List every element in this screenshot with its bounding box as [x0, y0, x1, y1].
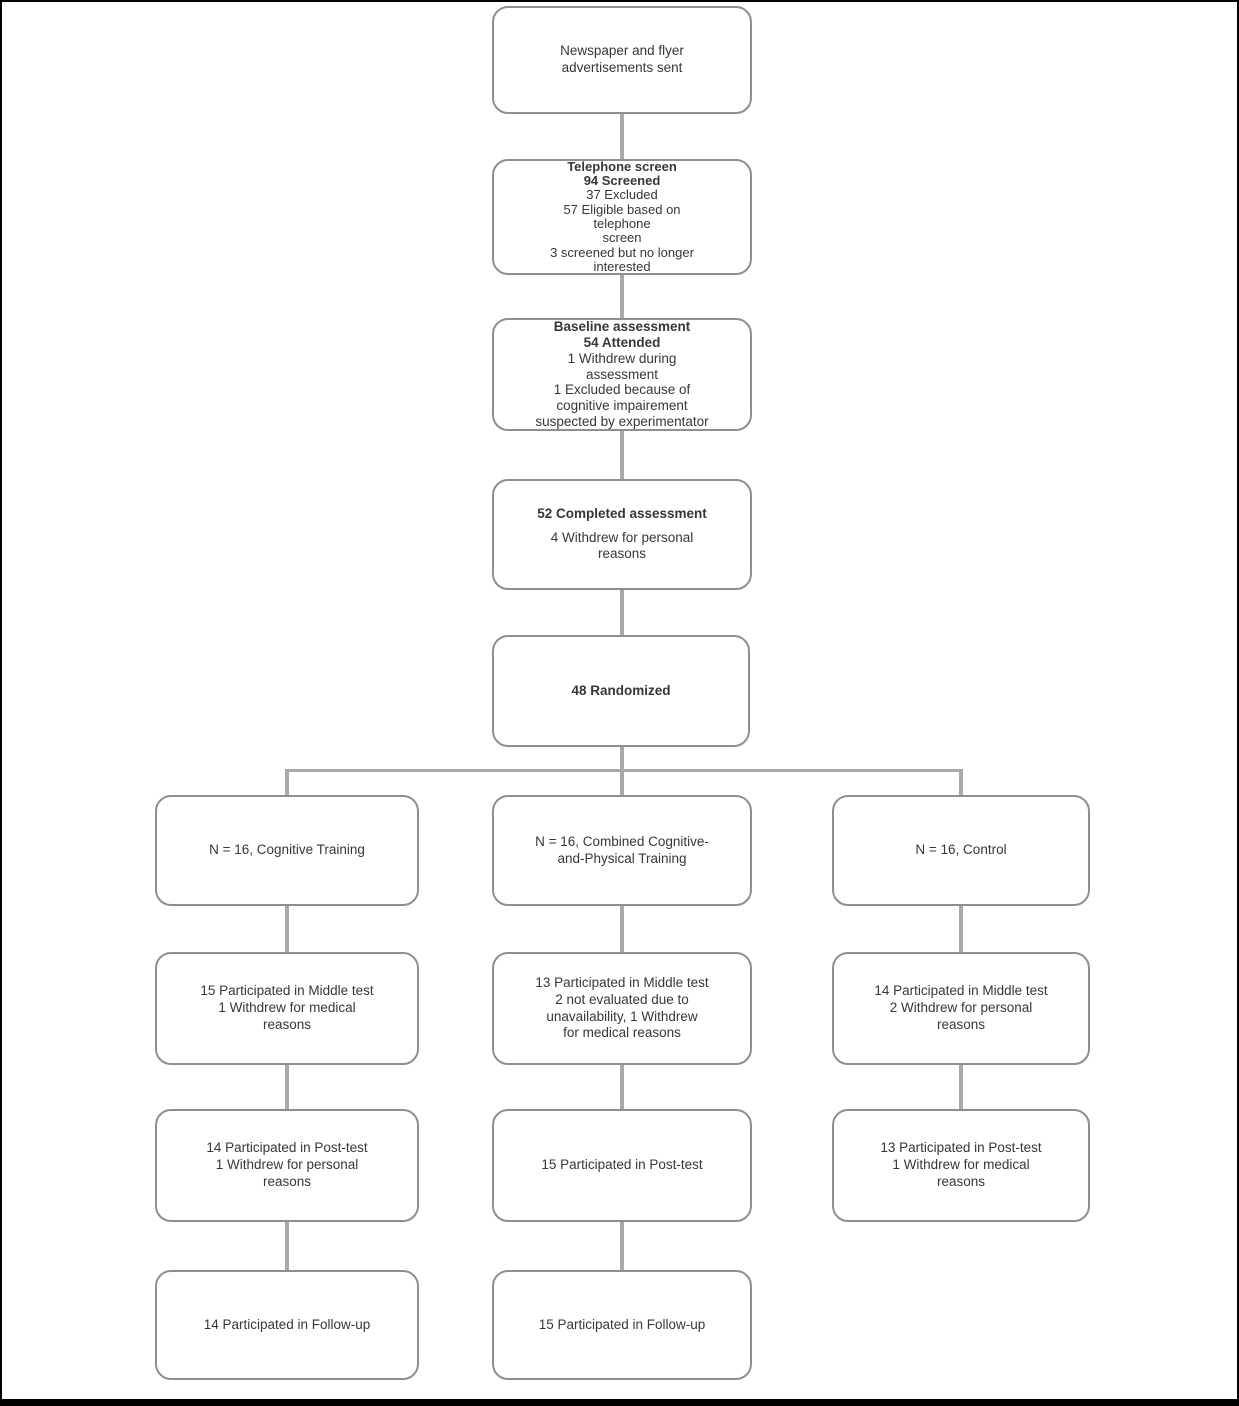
- connector-completed-to-randomized: [620, 590, 624, 635]
- box-line: suspected by experimentator: [535, 413, 709, 429]
- box-line: reasons: [936, 1173, 986, 1189]
- box-line: reasons: [597, 546, 647, 562]
- box-line: 14 Participated in Post-test: [206, 1140, 368, 1156]
- box-combined-middle-test: 13 Participated in Middle test 2 not eva…: [492, 952, 752, 1065]
- box-line: 15 Participated in Post-test: [541, 1157, 703, 1173]
- box-line: 13 Participated in Post-test: [880, 1140, 1042, 1156]
- box-line: reasons: [262, 1173, 312, 1189]
- connector-combined-2-3: [620, 1065, 624, 1109]
- box-line: 1 Excluded because of: [553, 382, 691, 398]
- box-line: screen: [602, 230, 642, 246]
- box-line: advertisements sent: [561, 60, 683, 75]
- box-telephone-screen: Telephone screen 94 Screened 37 Excluded…: [492, 159, 752, 275]
- connector-branch-to-control: [959, 769, 963, 795]
- box-line: 1 Withdrew for medical: [892, 1157, 1030, 1173]
- box-control-middle-test: 14 Participated in Middle test 2 Withdre…: [832, 952, 1090, 1065]
- box-line: and-Physical Training: [557, 850, 687, 866]
- box-line: 4 Withdrew for personal: [550, 529, 694, 545]
- connector-cognitive-3-4: [285, 1222, 289, 1270]
- box-line: 2 not evaluated due to: [555, 991, 689, 1007]
- box-line: interested: [593, 258, 651, 274]
- box-line: Newspaper and flyer: [560, 43, 684, 59]
- box-line: 15 Participated in Follow-up: [538, 1316, 706, 1332]
- connector-cognitive-2-3: [285, 1065, 289, 1109]
- box-line: 1 Withdrew for medical: [218, 1000, 356, 1016]
- connector-ads-to-telephone: [620, 114, 624, 159]
- box-control-allocation: N = 16, Control: [832, 795, 1090, 906]
- connector-combined-3-4: [620, 1222, 624, 1270]
- connector-combined-1-2: [620, 906, 624, 952]
- connector-cognitive-1-2: [285, 906, 289, 952]
- box-line: Telephone screen: [567, 158, 677, 174]
- connector-telephone-to-baseline: [620, 275, 624, 318]
- box-line: unavailability, 1 Withdrew: [546, 1008, 698, 1024]
- box-line: 1 Withdrew for personal: [215, 1157, 359, 1173]
- box-line: 54 Attended: [583, 335, 661, 351]
- box-line: N = 16, Control: [915, 842, 1007, 858]
- connector-branch-to-cognitive: [285, 769, 289, 795]
- box-line: 14 Participated in Middle test: [874, 983, 1048, 999]
- box-combined-training-allocation: N = 16, Combined Cognitive- and-Physical…: [492, 795, 752, 906]
- box-cognitive-training-allocation: N = 16, Cognitive Training: [155, 795, 419, 906]
- box-cognitive-middle-test: 15 Participated in Middle test 1 Withdre…: [155, 952, 419, 1065]
- box-line: 13 Participated in Middle test: [535, 975, 709, 991]
- box-line: assessment: [585, 366, 659, 382]
- box-cognitive-follow-up: 14 Participated in Follow-up: [155, 1270, 419, 1380]
- box-line: 2 Withdrew for personal: [889, 1000, 1033, 1016]
- connector-control-1-2: [959, 906, 963, 952]
- connector-branch-horizontal: [285, 769, 963, 772]
- box-line: for medical reasons: [563, 1025, 681, 1041]
- box-line: 37 Excluded: [586, 187, 658, 203]
- box-line: N = 16, Cognitive Training: [209, 842, 365, 858]
- connector-baseline-to-completed: [620, 431, 624, 479]
- box-baseline-assessment: Baseline assessment 54 Attended 1 Withdr…: [492, 318, 752, 431]
- box-line: reasons: [936, 1016, 986, 1032]
- box-line: 1 Withdrew during: [567, 350, 677, 366]
- box-cognitive-post-test: 14 Participated in Post-test 1 Withdrew …: [155, 1109, 419, 1222]
- box-completed-assessment: 52 Completed assessment 4 Withdrew for p…: [492, 479, 752, 590]
- box-advertisements: Newspaper and flyer advertisements sent: [492, 6, 752, 114]
- box-line: N = 16, Combined Cognitive-: [535, 833, 709, 849]
- box-line: 57 Eligible based on: [563, 201, 681, 217]
- box-line: 3 screened but no longer: [550, 244, 694, 260]
- box-line: 94 Screened: [583, 173, 661, 189]
- box-combined-follow-up: 15 Participated in Follow-up: [492, 1270, 752, 1380]
- box-line: 14 Participated in Follow-up: [203, 1316, 371, 1332]
- box-combined-post-test: 15 Participated in Post-test: [492, 1109, 752, 1222]
- box-randomized: 48 Randomized: [492, 635, 750, 747]
- box-control-post-test: 13 Participated in Post-test 1 Withdrew …: [832, 1109, 1090, 1222]
- box-line: telephone: [593, 216, 651, 231]
- box-line: cognitive impairement: [556, 398, 688, 414]
- box-line: 48 Randomized: [571, 682, 671, 698]
- box-line: Baseline assessment: [553, 319, 691, 335]
- connector-control-2-3: [959, 1065, 963, 1109]
- box-line: reasons: [262, 1016, 312, 1032]
- box-line: 15 Participated in Middle test: [200, 983, 374, 999]
- box-line: 52 Completed assessment: [537, 505, 707, 521]
